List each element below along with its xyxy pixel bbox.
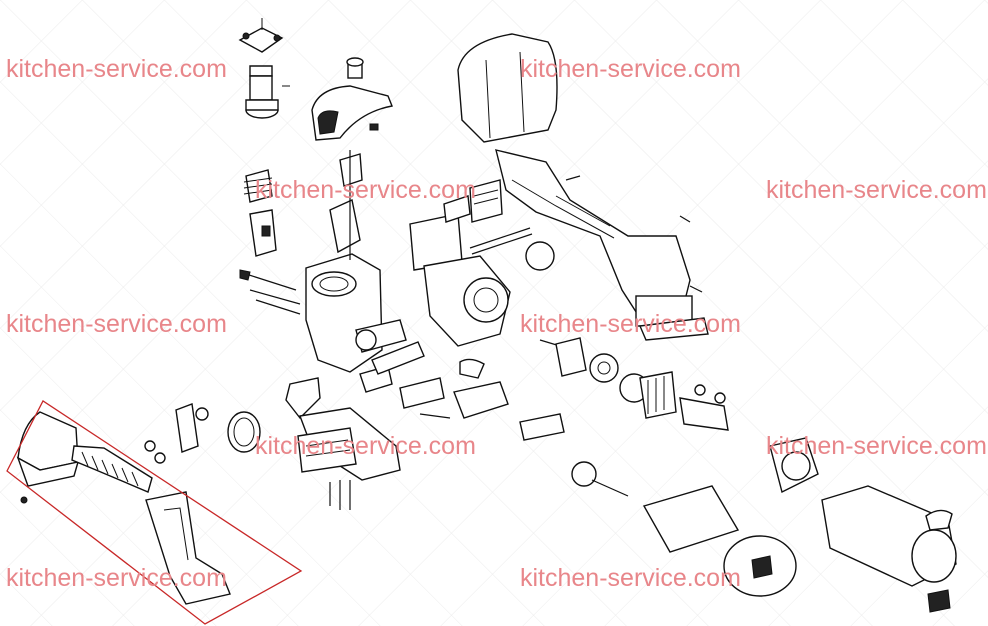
watermark-text: kitchen-service.com [766,432,987,460]
motor-housing-part [519,413,797,597]
top-cylinder-part [238,18,290,119]
cap-cover-part [311,57,393,141]
watermark-text: kitchen-service.com [6,564,227,592]
watermark-text: kitchen-service.com [255,432,476,460]
top-cover-part [457,33,558,143]
right-cylinder-part [769,437,957,613]
watermark-text: kitchen-service.com [520,310,741,338]
spring-assembly-part [243,169,277,257]
gear-housing-part [409,179,511,347]
watermark-text: kitchen-service.com [766,176,987,204]
arm-bracket-part [495,149,709,341]
watermark-text: kitchen-service.com [6,55,227,83]
watermark-text: kitchen-service.com [520,564,741,592]
watermark-text: kitchen-service.com [255,176,476,204]
screws-left [239,269,301,315]
watermark-text: kitchen-service.com [520,55,741,83]
valve-body-part [305,150,407,393]
threaded-shaft-part [371,341,509,419]
shaft-rod-part [469,227,555,271]
handle-assembly-part [16,411,231,605]
watermark-text: kitchen-service.com [6,310,227,338]
highlight-box [6,400,303,625]
lower-lever-parts [175,377,401,510]
motor-gear-parts [539,337,729,431]
